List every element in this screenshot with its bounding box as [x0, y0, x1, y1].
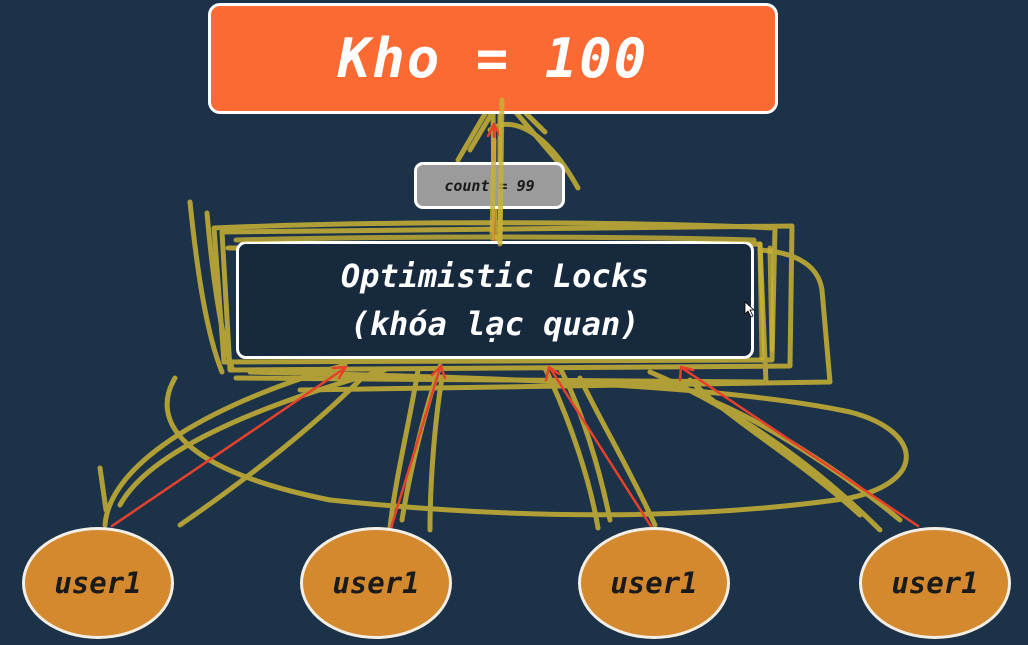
- annotation-stroke: [387, 367, 421, 531]
- annotation-stroke: [177, 372, 368, 528]
- request-arrow: [680, 366, 920, 528]
- request-arrow: [331, 365, 348, 380]
- counter-box: count = 99: [414, 162, 565, 209]
- request-arrow: [110, 366, 347, 528]
- annotation-stroke: [647, 369, 883, 533]
- user-label: user1: [332, 566, 420, 600]
- user-label: user1: [891, 566, 979, 600]
- user-node-2: user1: [300, 527, 452, 639]
- annotation-stroke: [399, 363, 443, 523]
- request-arrow: [389, 366, 442, 530]
- annotation-stroke: [542, 365, 601, 531]
- annotation-stroke: [687, 377, 863, 518]
- store-label: Kho = 100: [337, 27, 649, 90]
- request-arrow: [678, 365, 695, 382]
- annotation-stroke: [557, 365, 613, 523]
- user-node-3: user1: [578, 527, 730, 639]
- user-label: user1: [54, 566, 142, 600]
- annotation-stroke: [427, 375, 445, 533]
- annotation-oval: [164, 369, 909, 518]
- annotation-stroke: [707, 397, 903, 523]
- annotation-stroke: [97, 465, 109, 513]
- request-arrow: [430, 364, 447, 380]
- request-arrow: [544, 365, 561, 382]
- annotation-frame: [757, 241, 765, 361]
- user-node-4: user1: [859, 527, 1011, 639]
- annotation-stroke: [117, 367, 388, 508]
- annotation-stroke: [577, 375, 658, 528]
- annotation-frame: [233, 234, 757, 243]
- request-arrow: [486, 122, 502, 138]
- user-node-1: user1: [22, 527, 174, 639]
- lock-title: Optimistic Locks: [340, 257, 650, 295]
- counter-label: count = 99: [444, 176, 535, 195]
- optimistic-lock-box: Optimistic Locks (khóa lạc quan): [236, 241, 754, 359]
- store-box: Kho = 100: [208, 3, 778, 114]
- user-label: user1: [610, 566, 698, 600]
- annotation-stroke: [102, 362, 348, 528]
- annotation-frame: [204, 210, 235, 371]
- request-arrow: [548, 366, 654, 530]
- lock-subtitle: (khóa lạc quan): [350, 305, 640, 343]
- annotation-frame: [767, 245, 775, 353]
- annotation-frame: [187, 199, 225, 375]
